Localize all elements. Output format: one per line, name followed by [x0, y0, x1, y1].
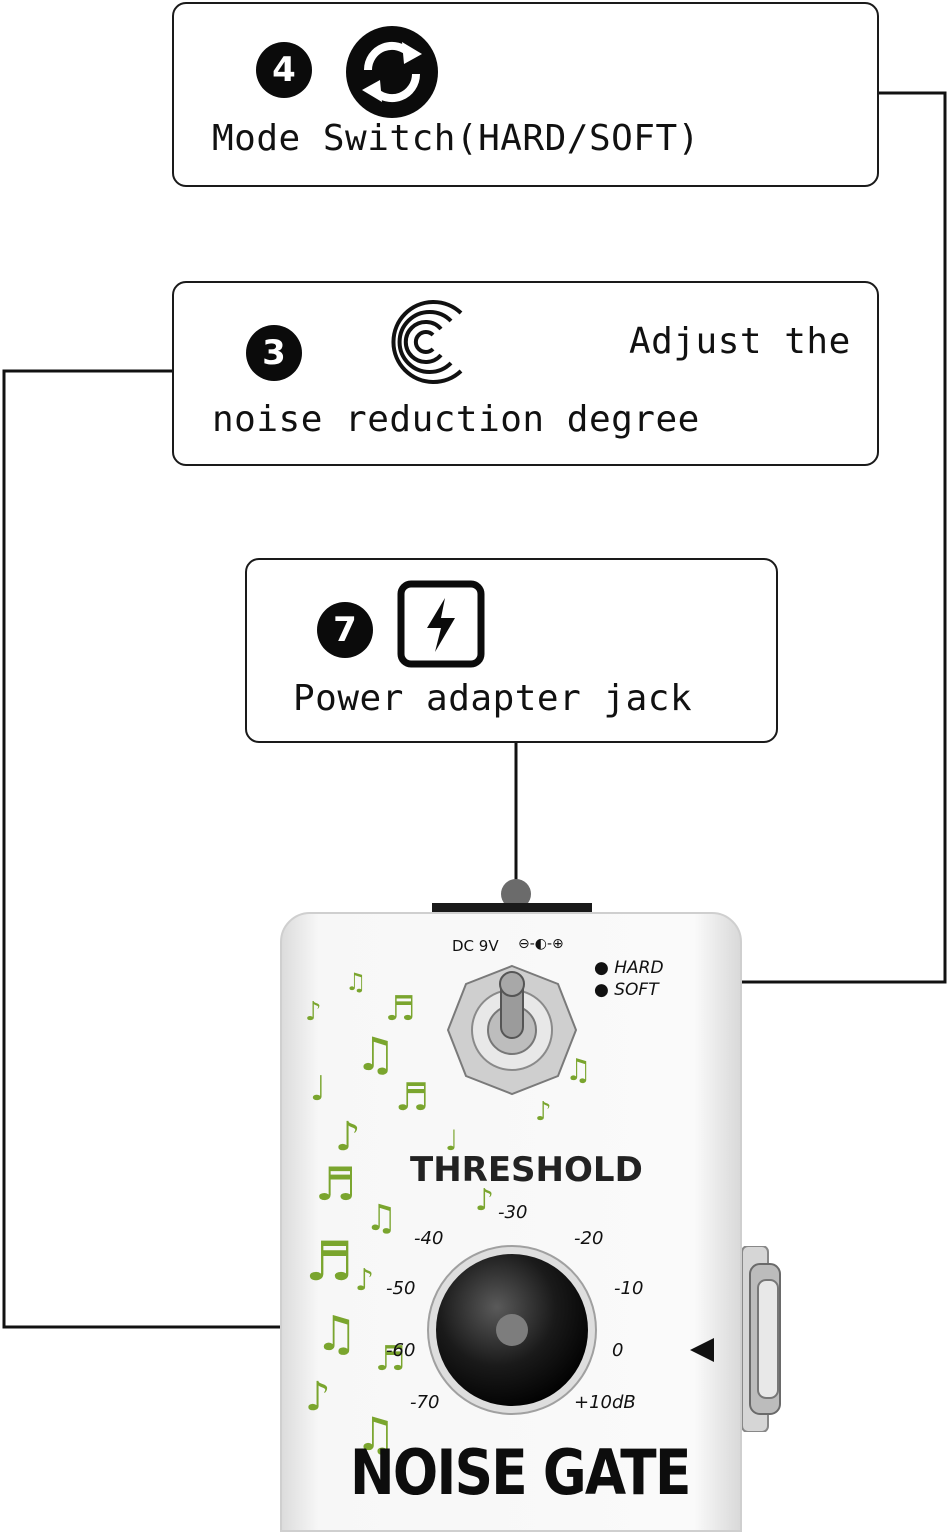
- svg-text:♫: ♫: [365, 1198, 397, 1239]
- scale-mark: -50: [386, 1278, 416, 1299]
- pedal-name: NOISE GATE: [350, 1436, 691, 1509]
- svg-text:♪: ♪: [335, 1114, 361, 1160]
- scale-mark: -60: [386, 1340, 416, 1361]
- callout-number-badge: 3: [246, 325, 302, 381]
- switch-option-hard: ● HARD: [594, 958, 664, 978]
- music-notes-decoration: ♫ ♪ ♬ ♫ ♩ ♬ ♪ ♩ ♬ ♫ ♬ ♪ ♫ ♬ ♪ ♫ ♪ ♫ ♪: [305, 968, 592, 1461]
- threshold-label-line2: noise reduction degree: [212, 399, 700, 440]
- scale-mark: 0: [612, 1340, 624, 1361]
- mode-switch-callout: 4 Mode Switch(HARD/SOFT): [172, 2, 879, 187]
- threshold-label: THRESHOLD: [410, 1150, 643, 1190]
- knob-dial-icon: [391, 300, 463, 384]
- svg-text:♫: ♫: [315, 1306, 358, 1362]
- svg-text:♩: ♩: [310, 1069, 326, 1109]
- scale-mark: -20: [574, 1228, 604, 1249]
- mode-switch-label: Mode Switch(HARD/SOFT): [212, 118, 700, 159]
- switch-option-soft: ● SOFT: [594, 980, 659, 1000]
- callout-number-badge: 4: [256, 42, 312, 98]
- power-jack-label: Power adapter jack: [293, 678, 693, 719]
- switch-option-hard-text: HARD: [614, 958, 664, 978]
- svg-text:♬: ♬: [395, 1075, 429, 1119]
- threshold-callout: 3 Adjust the noise reduction degree: [172, 281, 879, 466]
- svg-text:♩: ♩: [445, 1124, 458, 1157]
- scale-mark: -10: [614, 1278, 644, 1299]
- svg-text:♪: ♪: [535, 1097, 552, 1127]
- callout-number-badge: 7: [317, 602, 373, 658]
- dc-power-label: DC 9V: [452, 937, 499, 955]
- side-jack: [742, 1246, 781, 1432]
- svg-text:♪: ♪: [355, 1263, 374, 1298]
- svg-text:♬: ♬: [305, 1230, 353, 1293]
- mode-toggle-switch[interactable]: [446, 964, 578, 1096]
- svg-text:♫: ♫: [355, 1027, 396, 1081]
- svg-text:♬: ♬: [375, 1339, 405, 1379]
- power-callout: 7 Power adapter jack: [245, 558, 778, 743]
- svg-text:♪: ♪: [305, 997, 322, 1027]
- led-indicator-arrow-icon: [690, 1338, 714, 1362]
- svg-text:♪: ♪: [475, 1183, 494, 1218]
- svg-text:♬: ♬: [385, 989, 415, 1029]
- svg-text:♫: ♫: [345, 968, 367, 996]
- svg-text:♫: ♫: [565, 1053, 592, 1088]
- scale-mark: -30: [498, 1202, 528, 1223]
- switch-option-soft-text: SOFT: [614, 980, 659, 1000]
- lightning-bolt-icon: [397, 580, 485, 668]
- svg-text:♪: ♪: [305, 1374, 331, 1420]
- scale-mark: -70: [410, 1392, 440, 1413]
- svg-text:♫: ♫: [355, 1407, 396, 1461]
- threshold-label-line1: Adjust the: [629, 321, 851, 362]
- threshold-knob[interactable]: [426, 1244, 598, 1416]
- svg-text:♬: ♬: [315, 1157, 356, 1211]
- polarity-symbol: ⊖-◐-⊕: [518, 936, 564, 952]
- scale-mark: +10dB: [574, 1392, 636, 1413]
- scale-mark: -40: [414, 1228, 444, 1249]
- refresh-cycle-icon: [346, 26, 438, 118]
